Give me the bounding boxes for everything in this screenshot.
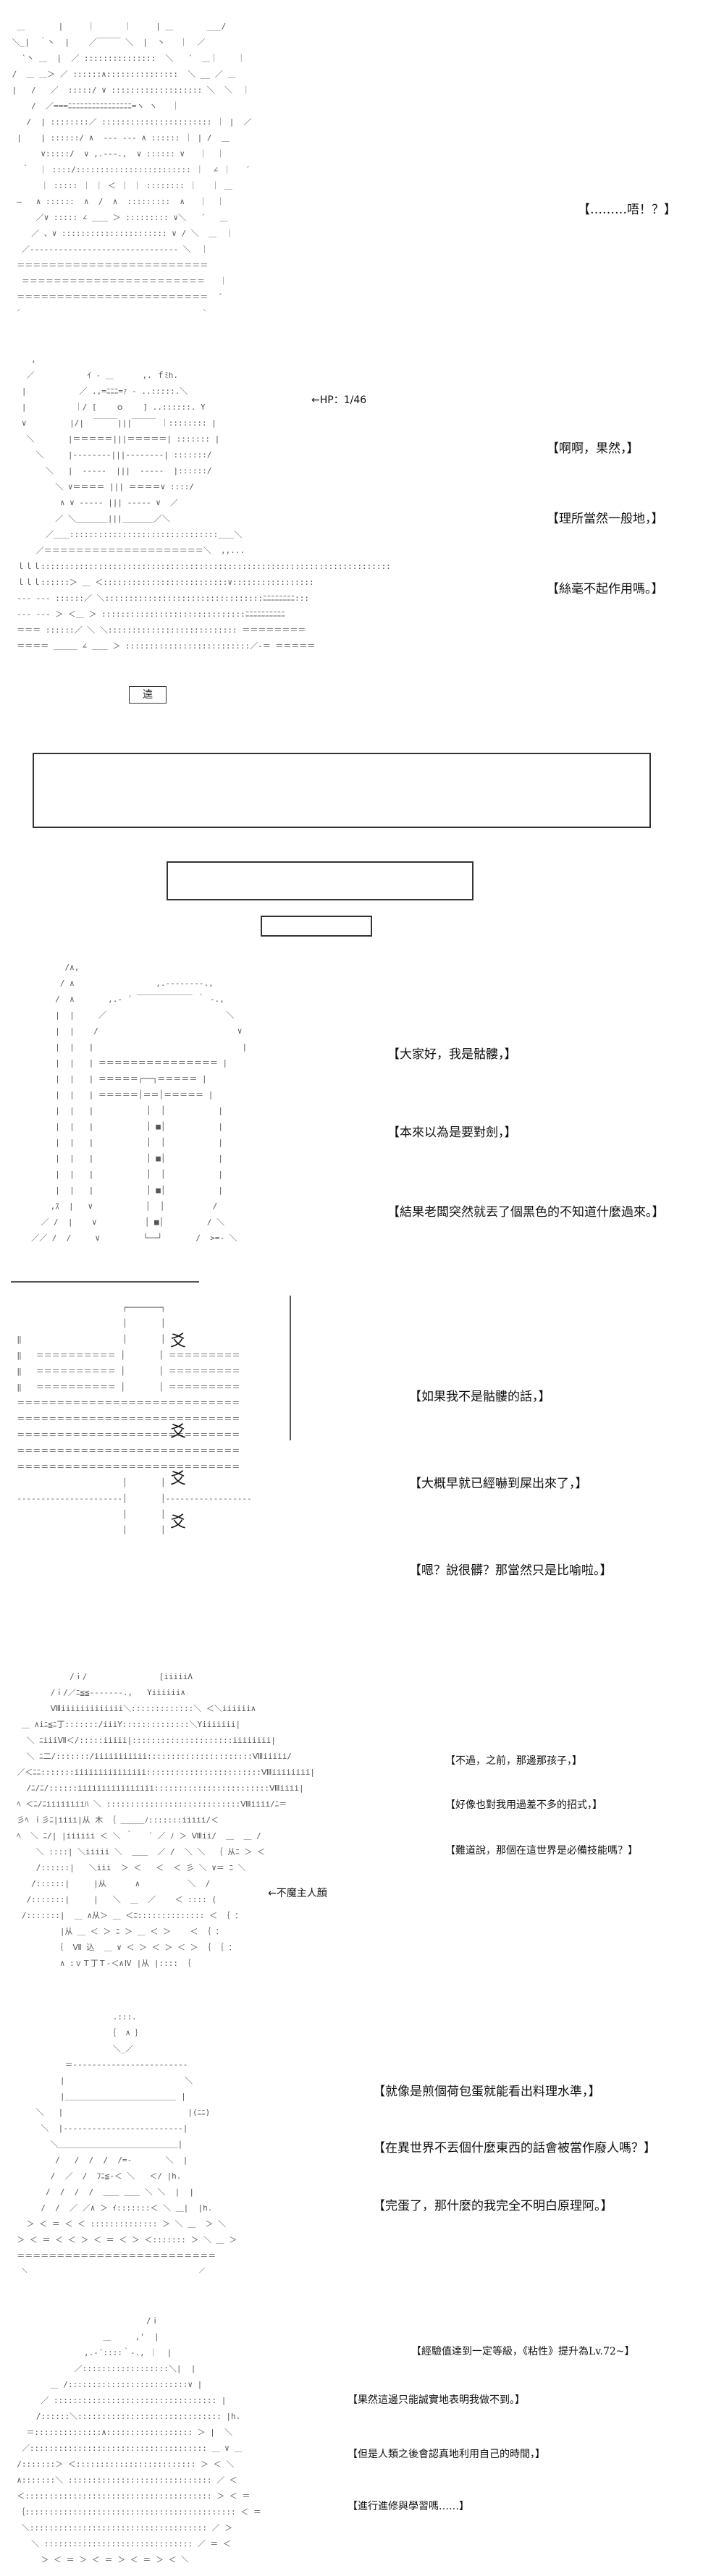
ascii-art-girl: /ｉ/ [iiiiiΛ /ｉ/／ﾆ≦≦‐‐‐‐‐‐‐., Yiiiiii∧ Ⅷi… xyxy=(7,1672,315,1968)
dialogue-5-2: 【好像也對我用過差不多的招式，】 xyxy=(445,1799,602,1811)
dialogue-7-3: 【但是人類之後會認真地利用自己的時間，】 xyxy=(348,2449,545,2460)
dialogue-4-2: 【大概早就已經嚇到屎出來了，】 xyxy=(409,1477,588,1491)
panel-5: /ｉ/ [iiiiiΛ /ｉ/／ﾆ≦≦‐‐‐‐‐‐‐., Yiiiiii∧ Ⅷi… xyxy=(7,1657,717,1976)
dialogue-2-1: 【啊啊，果然，】 xyxy=(547,442,639,456)
dialogue-6-3: 【完蛋了，那什麼的我完全不明白原理阿。】 xyxy=(373,2199,613,2213)
figure-char-3: 爻 xyxy=(170,1470,187,1488)
right-edge-line xyxy=(290,1296,291,1440)
empty-box-medium xyxy=(167,861,473,900)
ascii-art-skeleton-knight: /∧, / ∧ ,.‐‐‐‐‐‐‐‐., / ∧ ,.‐ ´ ￣￣￣￣￣￣￣ ｀… xyxy=(7,963,248,1243)
ascii-art-final-figure: /ｉ ＿ ,' | ,.‐´::::｀‐., ｜ | ／::::::::::::… xyxy=(7,2316,261,2562)
dialogue-7-2: 【果然這邊只能誠實地表明我做不到。】 xyxy=(348,2394,525,2406)
dialogue-5-1: 【不過，之前，那邊那孩子，】 xyxy=(445,1755,582,1767)
dialogue-2-2: 【理所當然一般地，】 xyxy=(547,512,664,526)
panel-6: .:::. ｛ ∧ ｝ ＼_／ ＝‐‐‐‐‐‐‐‐‐‐‐‐‐‐‐‐‐‐‐‐‐‐‐… xyxy=(7,1998,717,2280)
empty-box-large xyxy=(33,753,651,828)
figure-char-1: 爻 xyxy=(170,1333,187,1351)
dialogue-5-3: 【難道說，那個在這世界是必備技能嗎？】 xyxy=(445,1845,638,1857)
top-rule xyxy=(11,1281,199,1283)
figure-char-4: 爻 xyxy=(170,1513,187,1532)
panel-7: /ｉ ＿ ,' | ,.‐´::::｀‐., ｜ | ／::::::::::::… xyxy=(7,2302,717,2569)
panel-3: /∧, / ∧ ,.‐‐‐‐‐‐‐‐., / ∧ ,.‐ ´ ￣￣￣￣￣￣￣ ｀… xyxy=(7,948,717,1252)
dialogue-2-3: 【絲毫不起作用嗎。】 xyxy=(547,582,664,596)
sign-text: 逵 xyxy=(143,689,153,701)
ascii-art-explosion: ＿ | ｜ ｜ | ＿ ___/ ＼_| ｀丶 | ／￣￣￣ ＼ | 丶 ｜ ／… xyxy=(7,22,252,311)
dialogue-7-1: 【經驗值達到一定等級，《粘性》提升為Lv.72~】 xyxy=(411,2346,635,2357)
ascii-art-figure-pot: .:::. ｛ ∧ ｝ ＼_／ ＝‐‐‐‐‐‐‐‐‐‐‐‐‐‐‐‐‐‐‐‐‐‐‐… xyxy=(7,2012,237,2273)
empty-box-small xyxy=(261,916,372,937)
dialogue-6-2: 【在異世界不丟個什麼東西的話會被當作廢人嗎？】 xyxy=(373,2141,656,2155)
panel-empty-boxes xyxy=(7,738,717,937)
side-note: ←不魔主人顏 xyxy=(268,1888,327,1899)
dialogue-3-1: 【大家好，我是骷髏，】 xyxy=(387,1047,517,1062)
ascii-art-knight-helmet: , ／ ｲ ‐ ＿ ,. ｆﾐh. | ／ .,=ﾆﾆﾆ=ｧ ‐ ..:::::… xyxy=(7,355,391,651)
sign-plate: 逵 xyxy=(129,686,167,704)
dialogue-1-1: 【………唔！？】 xyxy=(578,203,676,217)
dialogue-4-3: 【嗯？說很髒？那當然只是比喻啦。】 xyxy=(409,1563,613,1578)
dialogue-4-1: 【如果我不是骷髏的話，】 xyxy=(409,1390,551,1404)
figure-char-2: 爻 xyxy=(170,1423,187,1441)
panel-4: ┌───────┐ │ │ ‖ │ │ ‖ ＝＝＝＝＝＝＝＝＝＝ │ │ ＝＝＝… xyxy=(7,1274,717,1636)
dialogue-6-1: 【就像是煎個荷包蛋就能看出料理水準，】 xyxy=(373,2085,601,2099)
ascii-art-blocks: ┌───────┐ │ │ ‖ │ │ ‖ ＝＝＝＝＝＝＝＝＝＝ │ │ ＝＝＝… xyxy=(7,1303,252,1534)
dialogue-3-2: 【本來以為是要對劍，】 xyxy=(387,1126,517,1140)
hp-label: ←HP：1/46 xyxy=(311,394,367,406)
dialogue-7-4: 【進行進修與學習嗎……】 xyxy=(348,2501,469,2512)
panel-2: , ／ ｲ ‐ ＿ ,. ｆﾐh. | ／ .,=ﾆﾆﾆ=ｧ ‐ ..:::::… xyxy=(7,340,717,717)
panel-1: ＿ | ｜ ｜ | ＿ ___/ ＼_| ｀丶 | ／￣￣￣ ＼ | 丶 ｜ ／… xyxy=(7,0,717,318)
dialogue-3-3: 【結果老闆突然就丟了個黑色的不知道什麼過來。】 xyxy=(387,1205,665,1220)
